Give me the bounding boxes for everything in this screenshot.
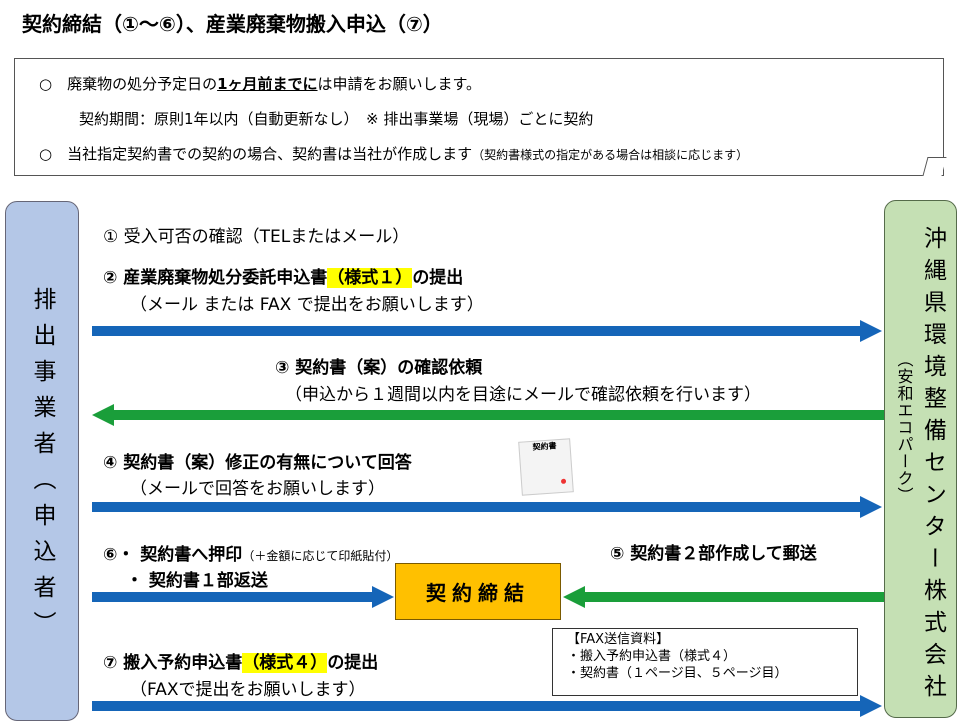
contract-signed-box: 契約締結 bbox=[395, 563, 561, 620]
arrow-right bbox=[92, 586, 394, 608]
arrow-right bbox=[92, 496, 882, 518]
step-5: ⑤ 契約書２部作成して郵送 bbox=[610, 544, 817, 564]
step-2: ② 産業廃棄物処分委託申込書（様式１）の提出 bbox=[103, 263, 463, 288]
contract-document-icon: 契約書 bbox=[518, 438, 574, 496]
fax-item: ・契約書（１ページ目、５ページ目） bbox=[567, 666, 788, 681]
note-small: （契約書様式の指定がある場合は相談に応じます） bbox=[472, 148, 749, 162]
step-4-sub: （メールで回答をお願いします） bbox=[130, 479, 385, 499]
notes-box: ○ 廃棄物の処分予定日の1ヶ月前までには申請をお願いします。 契約期間：原則1年… bbox=[14, 58, 947, 176]
page-title: 契約締結（①～⑥）、産業廃棄物搬入申込（⑦） bbox=[22, 12, 443, 36]
step-7: ⑦ 搬入予約申込書（様式４）の提出 bbox=[103, 648, 378, 673]
arrow-right bbox=[92, 320, 882, 342]
center-box: （安和エコパーク） 沖縄県環境整備センター株式会社 bbox=[884, 200, 957, 718]
step-text: の提出 bbox=[327, 653, 379, 673]
note-line-1: ○ 廃棄物の処分予定日の1ヶ月前までには申請をお願いします。 bbox=[39, 73, 481, 94]
step-3: ③ 契約書（案）の確認依頼 bbox=[275, 358, 483, 378]
applicant-label: 排出事業者（申込者） bbox=[29, 287, 55, 647]
form-highlight: （様式４） bbox=[242, 653, 328, 673]
step-4: ④ 契約書（案）修正の有無について回答 bbox=[103, 453, 412, 473]
fax-item: ・搬入予約申込書（様式４） bbox=[567, 649, 737, 664]
fax-documents-box: 【FAX送信資料】 ・搬入予約申込書（様式４） ・契約書（１ページ目、５ページ目… bbox=[552, 628, 858, 696]
step-text: の提出 bbox=[412, 268, 464, 288]
doc-icon-label: 契約書 bbox=[532, 441, 557, 452]
form-highlight: （様式１） bbox=[327, 268, 413, 288]
page-fold-icon bbox=[922, 157, 947, 176]
center-label: 沖縄県環境整備センター株式会社 bbox=[919, 226, 946, 706]
fax-title: 【FAX送信資料】 bbox=[567, 632, 670, 647]
step-3-sub: （申込から１週間以内を目途にメールで確認依頼を行います） bbox=[285, 385, 761, 405]
step-2-sub: （メール または FAX で提出をお願いします） bbox=[130, 295, 484, 315]
center-sub-label: （安和エコパーク） bbox=[894, 351, 914, 504]
note-text: は申請をお願いします。 bbox=[317, 75, 482, 93]
note-text: ○ 廃棄物の処分予定日の bbox=[39, 75, 218, 93]
step-6: ⑥・ 契約書へ押印（＋金額に応じて印紙貼付） bbox=[103, 540, 398, 565]
step-6b: ・ 契約書１部返送 bbox=[126, 571, 268, 591]
step-note: （＋金額に応じて印紙貼付） bbox=[242, 549, 399, 563]
note-line-2: 契約期間：原則1年以内（自動更新なし） ※ 排出事業場（現場）ごとに契約 bbox=[79, 110, 594, 128]
step-text: ⑥・ 契約書へ押印 bbox=[103, 545, 243, 565]
step-1: ① 受入可否の確認（TELまたはメール） bbox=[103, 227, 410, 247]
step-text: ② 産業廃棄物処分委託申込書 bbox=[103, 268, 328, 288]
arrow-right bbox=[92, 695, 882, 717]
step-text: ⑦ 搬入予約申込書 bbox=[103, 653, 243, 673]
note-emphasis: 1ヶ月前までに bbox=[217, 75, 318, 93]
note-text: ○ 当社指定契約書での契約の場合、契約書は当社が作成します bbox=[39, 145, 473, 163]
note-line-3: ○ 当社指定契約書での契約の場合、契約書は当社が作成します（契約書様式の指定があ… bbox=[39, 143, 748, 164]
applicant-box: 排出事業者（申込者） bbox=[5, 201, 79, 721]
arrow-left bbox=[563, 586, 884, 608]
step-7-sub: （FAXで提出をお願いします） bbox=[130, 680, 366, 700]
arrow-left bbox=[92, 404, 884, 426]
